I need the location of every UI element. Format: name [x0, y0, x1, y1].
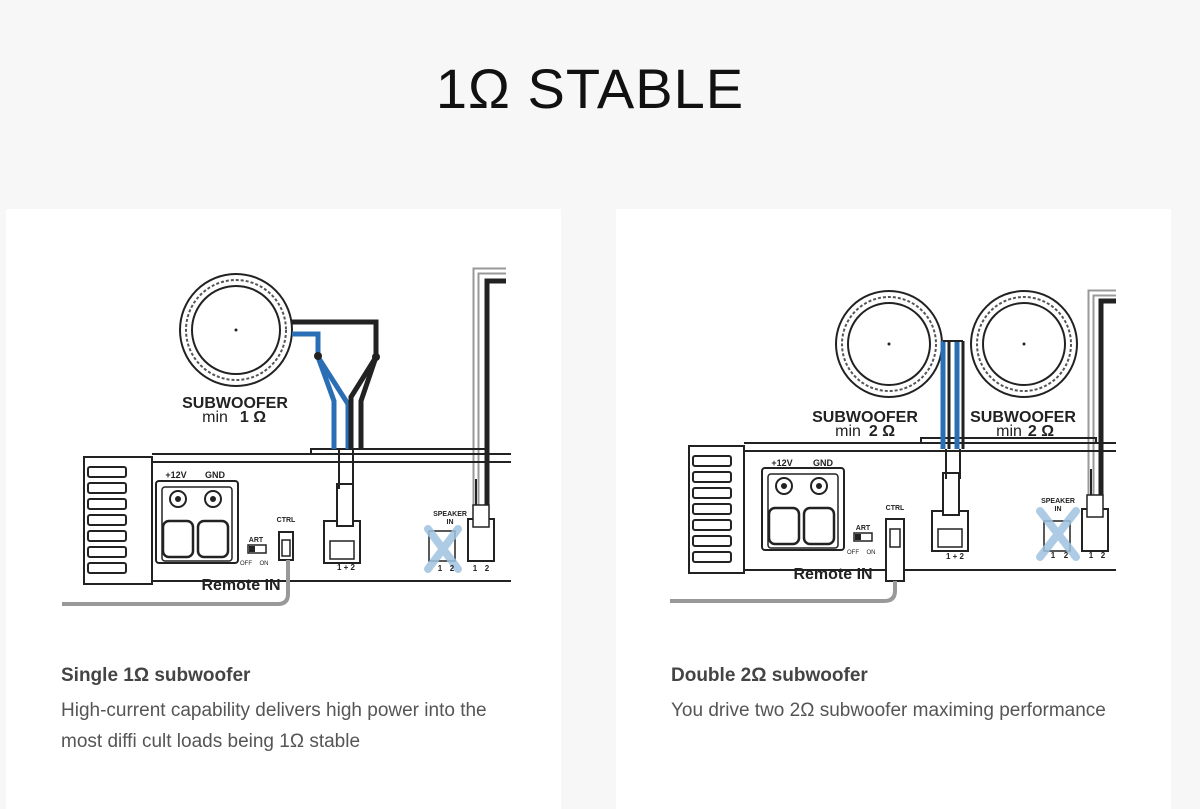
- plus12v-label: +12V: [165, 470, 186, 480]
- card-description: High-current capability delivers high po…: [61, 700, 487, 752]
- speaker-in-label-1: SPEAKER: [433, 511, 467, 518]
- subwoofer-2-min-label: min: [996, 423, 1022, 440]
- speaker-in-ch2-a: 2: [1064, 551, 1069, 560]
- remote-in-cable: [62, 560, 290, 606]
- ctrl-label: CTRL: [277, 517, 296, 524]
- page-title: 1Ω STABLE: [435, 57, 745, 120]
- bridge-label: 1 + 2: [946, 552, 965, 561]
- subwoofer-wires: [940, 340, 965, 479]
- subwoofer-wires: [292, 319, 380, 489]
- subwoofer-1-impedance: 2 Ω: [869, 423, 895, 440]
- card-title: Single 1Ω subwoofer: [61, 665, 251, 686]
- remote-in-label: Remote IN: [793, 566, 872, 583]
- subwoofer-1-min-label: min: [835, 423, 861, 440]
- subwoofer-speaker: [179, 273, 293, 387]
- speaker-input-wires: [1087, 289, 1116, 539]
- speaker-in-label-2: IN: [447, 519, 454, 526]
- subwoofer-2-impedance: 2 Ω: [1028, 423, 1054, 440]
- card-description: You drive two 2Ω subwoofer maximing perf…: [671, 700, 1106, 721]
- plus12v-label: +12V: [771, 458, 792, 468]
- speaker-in-ch2-a: 2: [450, 564, 455, 573]
- gnd-label: GND: [813, 458, 834, 468]
- art-label: ART: [249, 537, 264, 544]
- card-title: Double 2Ω subwoofer: [671, 665, 868, 686]
- speaker-in-ch1-b: 1: [1089, 551, 1094, 560]
- art-label: ART: [856, 525, 871, 532]
- bridge-label: 1 + 2: [337, 563, 356, 572]
- speaker-input-wires: [472, 267, 506, 539]
- card-double-subwoofer: SUBWOOFER min 2 Ω SUBWOOFER min 2 Ω +12V…: [616, 209, 1171, 809]
- remote-in-cable: [670, 581, 897, 603]
- subwoofer-label: SUBWOOFER: [182, 395, 288, 412]
- speaker-in-ch2-b: 2: [1101, 551, 1106, 560]
- ctrl-label: CTRL: [886, 505, 905, 512]
- amplifier: [688, 437, 1116, 582]
- subwoofer-min-label: min: [202, 409, 228, 426]
- art-off-label: OFF: [240, 561, 252, 567]
- card-single-subwoofer: SUBWOOFER min 1 Ω +12V GND CTRL ART OFF …: [6, 209, 561, 809]
- art-on-label: ON: [260, 561, 269, 567]
- speaker-in-not-used-mark: [424, 525, 462, 573]
- art-off-label: OFF: [847, 550, 859, 556]
- subwoofer-1-label: SUBWOOFER: [812, 409, 918, 426]
- art-on-label: ON: [867, 550, 876, 556]
- speaker-in-label-2: IN: [1055, 506, 1062, 513]
- wiring-diagram-double: SUBWOOFER min 2 Ω SUBWOOFER min 2 Ω +12V…: [670, 289, 1116, 603]
- speaker-in-not-used-mark: [1036, 507, 1080, 561]
- subwoofer-speaker-2: [970, 290, 1078, 398]
- speaker-in-label-1: SPEAKER: [1041, 498, 1075, 505]
- amplifier: [83, 448, 511, 585]
- speaker-in-ch1-a: 1: [1051, 551, 1056, 560]
- speaker-in-ch2-b: 2: [485, 564, 490, 573]
- gnd-label: GND: [205, 470, 226, 480]
- remote-in-label: Remote IN: [201, 577, 280, 594]
- wiring-diagram-single: SUBWOOFER min 1 Ω +12V GND CTRL ART OFF …: [62, 267, 511, 606]
- subwoofer-2-label: SUBWOOFER: [970, 409, 1076, 426]
- speaker-in-ch1-b: 1: [473, 564, 478, 573]
- subwoofer-impedance: 1 Ω: [240, 409, 266, 426]
- subwoofer-speaker-1: [835, 290, 943, 398]
- speaker-in-ch1-a: 1: [438, 564, 443, 573]
